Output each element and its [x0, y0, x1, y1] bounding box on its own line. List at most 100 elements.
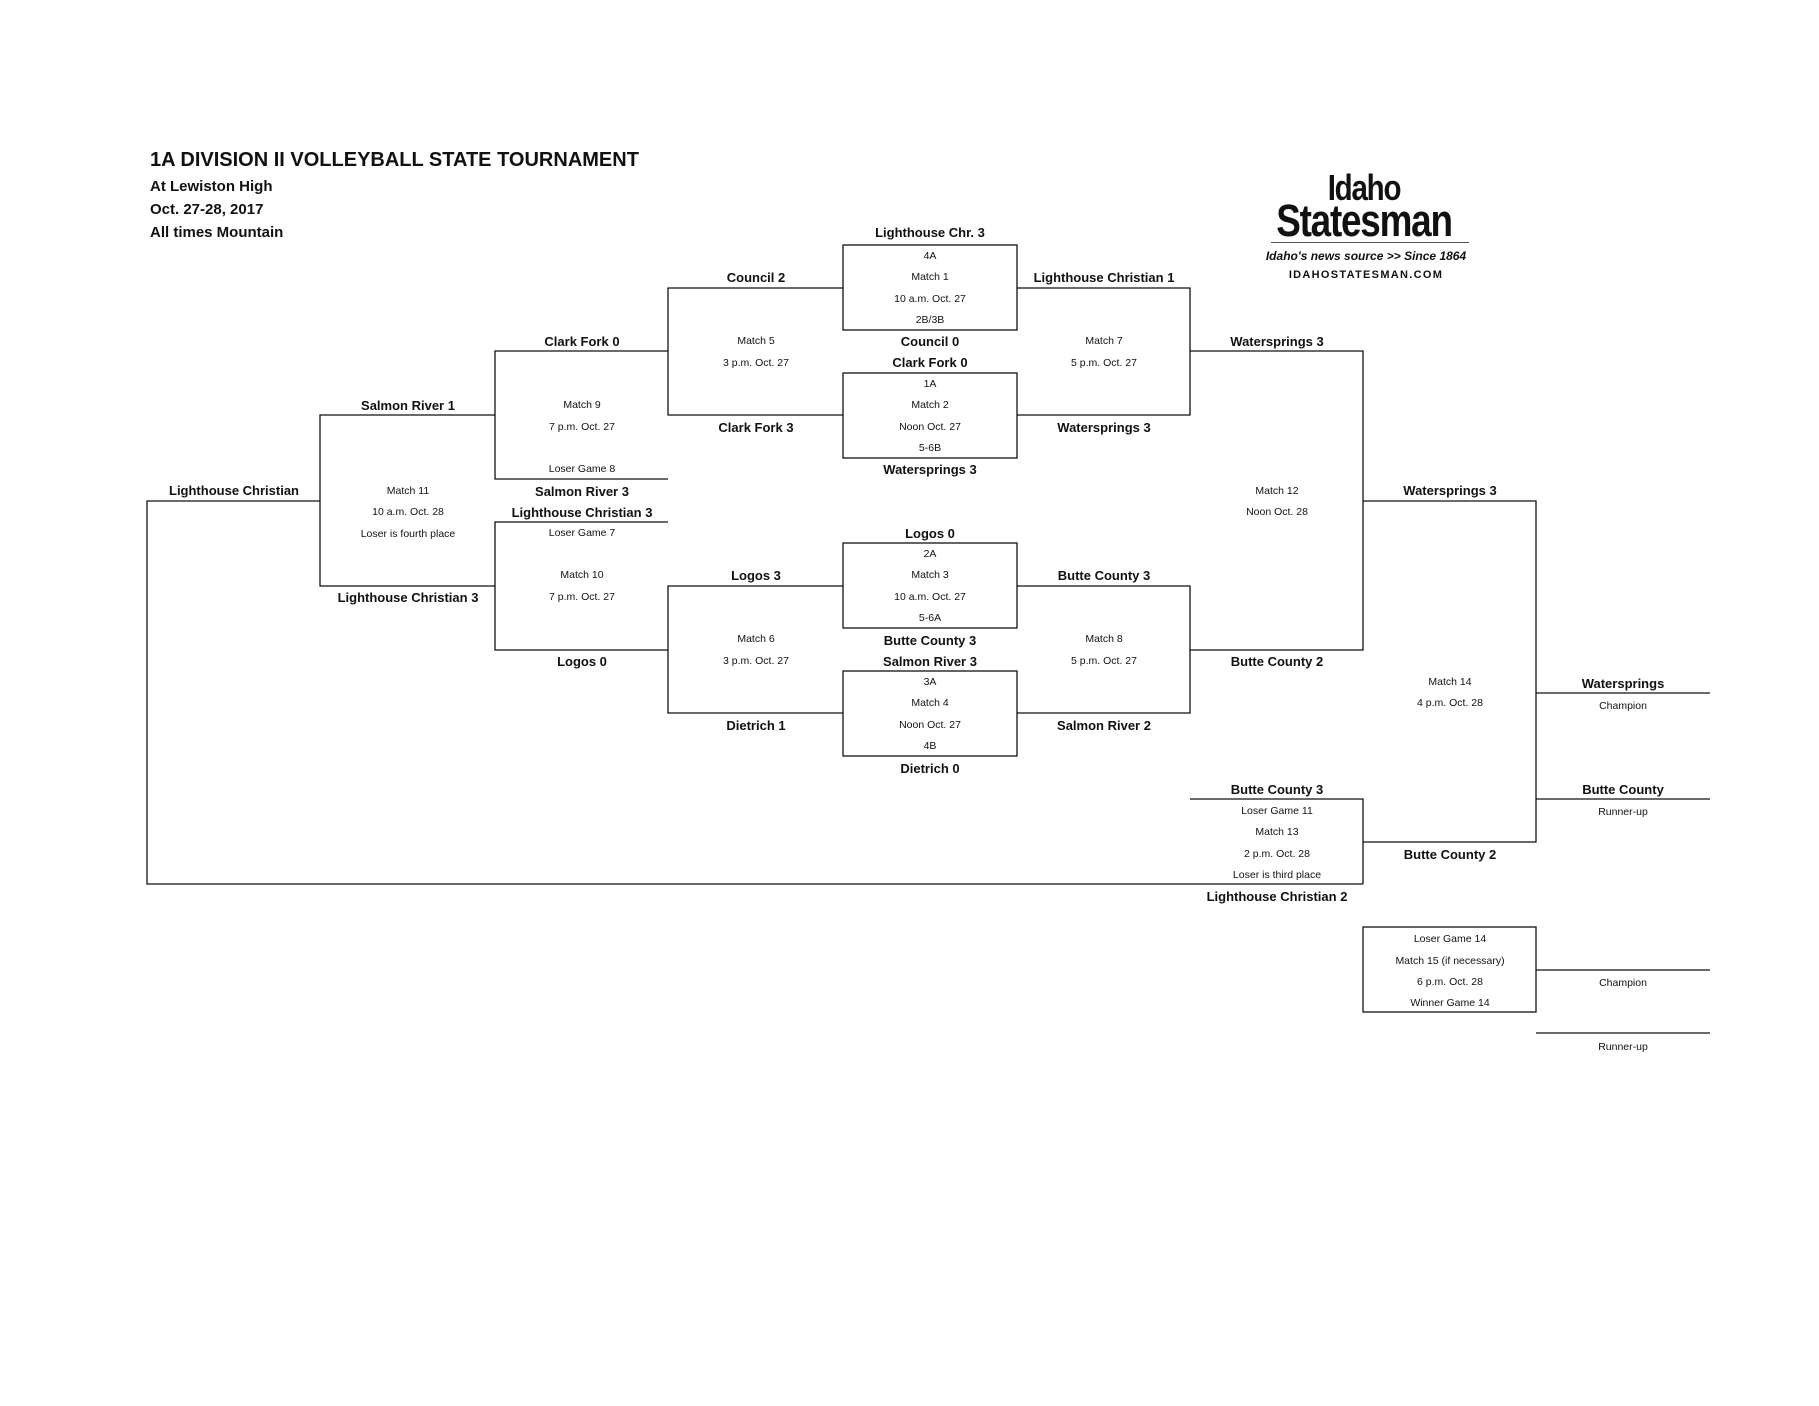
- winner-note: Winner Game 14: [1410, 997, 1490, 1009]
- match-number: Match 7: [1085, 335, 1123, 347]
- seed-label: 3A: [923, 676, 937, 688]
- seed-label: 4A: [923, 250, 937, 262]
- team-label: Lighthouse Chr. 3: [875, 225, 985, 240]
- match-number: Match 12: [1255, 485, 1299, 497]
- team-label: Watersprings 3: [1403, 483, 1497, 498]
- match-6-bracket: [667, 585, 843, 714]
- match-time: 4 p.m. Oct. 28: [1417, 697, 1483, 709]
- logo-divider: [1271, 242, 1469, 243]
- match-11-bracket: [319, 414, 495, 587]
- logo-line-1: Idaho: [1327, 167, 1402, 208]
- location-line: At Lewiston High: [150, 178, 273, 195]
- match-number: Match 3: [911, 569, 949, 581]
- team-label: Lighthouse Christian 3: [337, 590, 479, 605]
- team-label: Butte County 3: [1230, 782, 1324, 797]
- champion-label: Champion: [1599, 700, 1647, 712]
- team-label: Council 2: [726, 270, 786, 285]
- team-label: Salmon River 2: [1057, 718, 1151, 733]
- timezone-line: All times Mountain: [150, 224, 284, 241]
- team-label: Logos 0: [557, 654, 607, 669]
- match-number: Match 11: [386, 485, 430, 497]
- match-number: Match 9: [563, 399, 601, 411]
- match-time: 7 p.m. Oct. 27: [549, 591, 615, 603]
- match-number: Match 1: [911, 271, 949, 283]
- champion-team: Watersprings: [1581, 676, 1665, 691]
- loser-note: Loser Game 11: [1241, 805, 1313, 817]
- team-label: Dietrich 0: [900, 761, 960, 776]
- team-label: Salmon River 3: [535, 484, 629, 499]
- runner-up-label: Runner-up: [1598, 806, 1648, 818]
- team-label: Logos 0: [905, 526, 955, 541]
- seed-label: 1A: [923, 378, 937, 390]
- match-8-bracket: [1017, 585, 1191, 714]
- match-time: 10 a.m. Oct. 27: [894, 591, 966, 603]
- match-5-bracket: [667, 287, 843, 416]
- match-number: Match 15 (if necessary): [1395, 955, 1505, 967]
- match-time: 6 p.m. Oct. 28: [1417, 976, 1483, 988]
- loser-note: Loser Game 14: [1413, 933, 1487, 945]
- match-10-bracket: [494, 521, 668, 651]
- match-number: Match 14: [1428, 676, 1472, 688]
- match-time: 10 a.m. Oct. 27: [894, 293, 966, 305]
- match-9-bracket: [494, 350, 668, 480]
- team-label: Butte County 3: [883, 633, 977, 648]
- logo-url: IDAHOSTATESMAN.COM: [1288, 269, 1444, 281]
- team-label: Council 0: [900, 334, 960, 349]
- match-12-bracket: [1190, 350, 1364, 651]
- match-time: 5 p.m. Oct. 27: [1071, 655, 1137, 667]
- loser-note: Loser Game 7: [548, 527, 616, 539]
- match-time: Noon Oct. 27: [899, 719, 961, 731]
- seed-label: 4B: [923, 740, 937, 752]
- dates-line: Oct. 27-28, 2017: [150, 201, 264, 218]
- team-label: Logos 3: [731, 568, 781, 583]
- match-number: Match 13: [1255, 826, 1299, 838]
- team-label: Clark Fork 0: [544, 334, 620, 349]
- seed-label: 5-6B: [918, 442, 942, 454]
- match-time: 7 p.m. Oct. 27: [549, 421, 615, 433]
- match-number: Match 5: [737, 335, 775, 347]
- team-label: Watersprings 3: [1057, 420, 1151, 435]
- match-time: 3 p.m. Oct. 27: [723, 655, 789, 667]
- team-label: Lighthouse Christian: [169, 483, 299, 498]
- team-label: Butte County 3: [1057, 568, 1151, 583]
- logo-line-2: Statesman: [1276, 195, 1453, 246]
- match-11-winner-line: [146, 500, 1363, 885]
- seed-label: 5-6A: [918, 612, 942, 624]
- match-time: 2 p.m. Oct. 28: [1244, 848, 1310, 860]
- team-label: Butte County 2: [1403, 847, 1497, 862]
- team-label: Salmon River 3: [883, 654, 977, 669]
- match-time: 3 p.m. Oct. 27: [723, 357, 789, 369]
- match-time: 5 p.m. Oct. 27: [1071, 357, 1137, 369]
- team-label: Dietrich 1: [726, 718, 786, 733]
- team-label: Lighthouse Christian 3: [511, 505, 653, 520]
- team-label: Butte County 2: [1230, 654, 1324, 669]
- seed-label: 2A: [923, 548, 937, 560]
- loser-note: Loser Game 8: [548, 463, 616, 475]
- seed-label: 2B/3B: [915, 314, 945, 326]
- team-label: Clark Fork 3: [718, 420, 794, 435]
- match-number: Match 6: [737, 633, 775, 645]
- team-label: Clark Fork 0: [892, 355, 968, 370]
- team-label: Salmon River 1: [361, 398, 455, 413]
- match-number: Match 4: [911, 697, 949, 709]
- logo-tagline: Idaho's news source >> Since 1864: [1265, 249, 1467, 263]
- loser-note: Loser is fourth place: [360, 528, 456, 540]
- match-time: 10 a.m. Oct. 28: [372, 506, 444, 518]
- runner-up-team: Butte County: [1582, 782, 1664, 797]
- match-number: Match 10: [560, 569, 604, 581]
- match-14-bracket: [1363, 500, 1537, 843]
- team-label: Lighthouse Christian 1: [1033, 270, 1175, 285]
- match-13-bracket: [1190, 798, 1364, 884]
- runner-up-label: Runner-up: [1598, 1041, 1648, 1053]
- match-number: Match 8: [1085, 633, 1123, 645]
- page-title: 1A DIVISION II VOLLEYBALL STATE TOURNAME…: [150, 149, 639, 171]
- team-label: Lighthouse Christian 2: [1206, 889, 1348, 904]
- champion-label: Champion: [1599, 977, 1647, 989]
- team-label: Watersprings 3: [883, 462, 977, 477]
- match-number: Match 2: [911, 399, 949, 411]
- match-time: Noon Oct. 28: [1246, 506, 1308, 518]
- loser-note: Loser is third place: [1232, 869, 1322, 881]
- team-label: Watersprings 3: [1230, 334, 1324, 349]
- match-time: Noon Oct. 27: [899, 421, 961, 433]
